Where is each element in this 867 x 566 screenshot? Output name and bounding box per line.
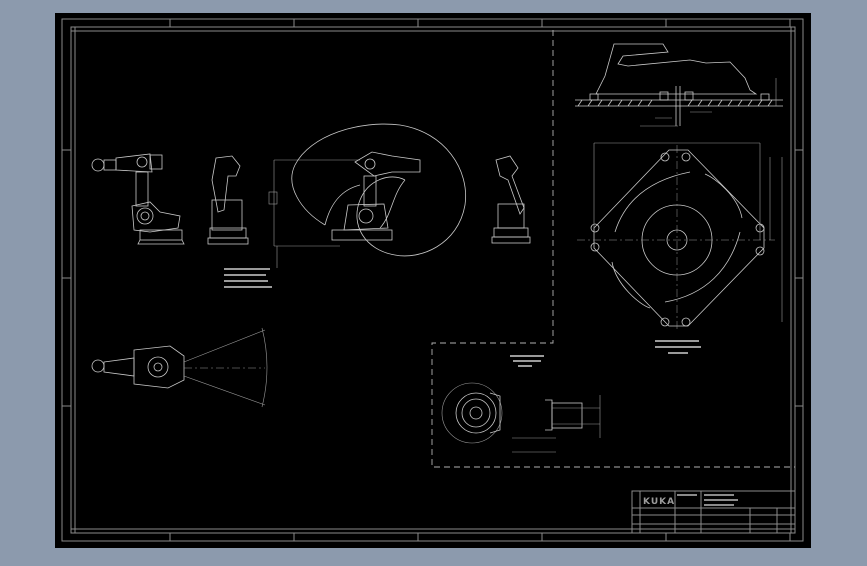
sheet-frame [61, 18, 804, 542]
detail-boundary [431, 30, 795, 468]
rotation-range [183, 327, 268, 408]
height-dimension [268, 159, 360, 268]
plan-dimensions [593, 142, 783, 354]
drawing-canvas [55, 13, 811, 548]
base-dimensions [640, 78, 777, 127]
robot-top-view [91, 345, 185, 389]
robot-front-view [207, 155, 249, 245]
robot-side-view [91, 153, 185, 245]
robot-workspace-view [331, 151, 421, 241]
base-side-section [575, 43, 783, 126]
note-text [224, 268, 272, 288]
workspace-envelope [291, 123, 467, 257]
robot-rear-view [491, 155, 531, 244]
base-centerlines [577, 145, 775, 330]
title-block: KUKA [631, 490, 796, 534]
flange-detail [441, 355, 601, 453]
kuka-logo: KUKA [643, 497, 675, 507]
